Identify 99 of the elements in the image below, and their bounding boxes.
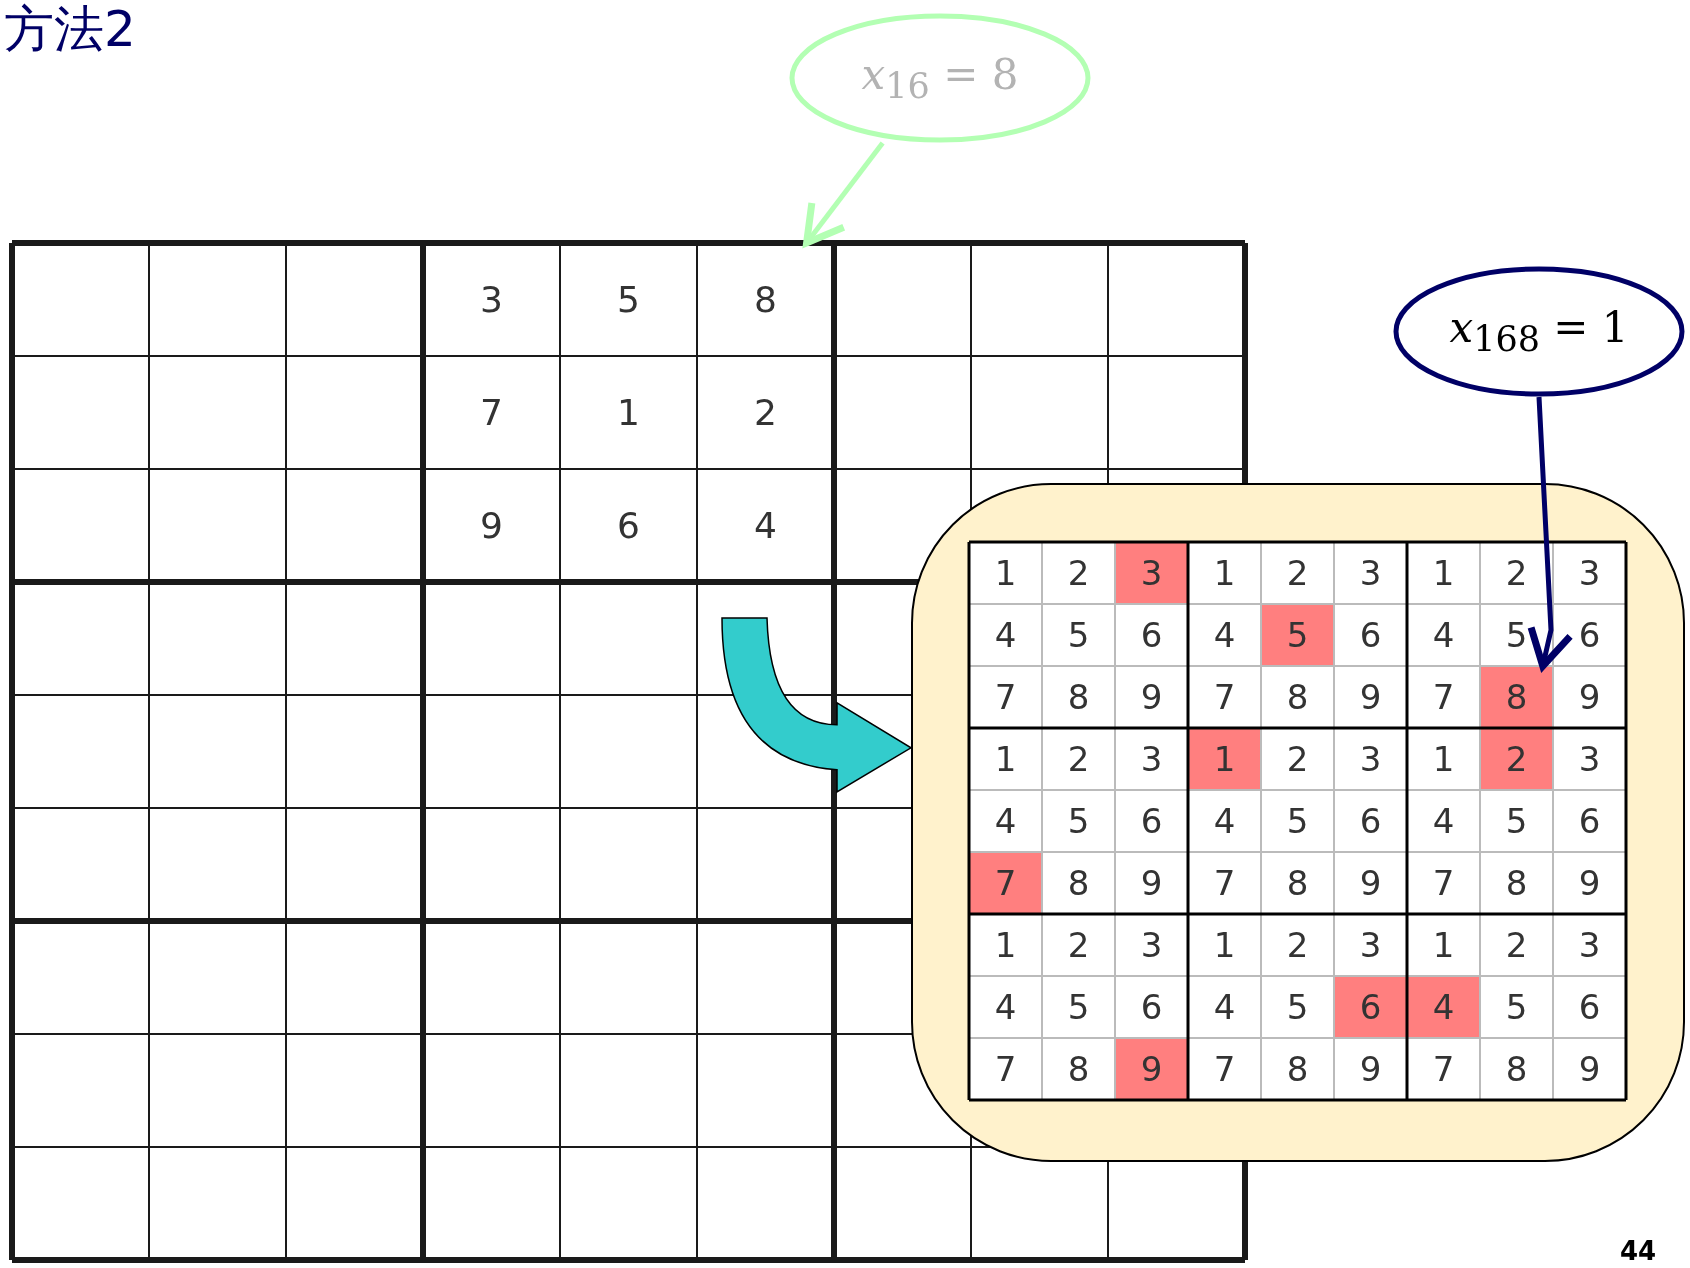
digit-cell: 6 xyxy=(1334,790,1407,852)
ellipse-callout xyxy=(789,13,1091,143)
digit-cell: 1 xyxy=(969,728,1042,790)
digit-cell: 9 xyxy=(1115,666,1188,728)
zoom-panel xyxy=(911,483,1685,1162)
digit-cell: 4 xyxy=(1407,790,1480,852)
highlighted-digit-cell: 6 xyxy=(1334,976,1407,1038)
digit-cell: 2 xyxy=(1261,728,1334,790)
ellipse-callout xyxy=(1393,266,1685,397)
digit-cell: 9 xyxy=(1553,666,1626,728)
digit-cell: 1 xyxy=(1188,914,1261,976)
digit-cell: 2 xyxy=(1042,914,1115,976)
digit-cell: 2 xyxy=(1480,542,1553,604)
digit-cell: 3 xyxy=(1553,542,1626,604)
digit-cell: 8 xyxy=(1480,1038,1553,1100)
highlighted-digit-cell: 4 xyxy=(1407,976,1480,1038)
grid-digit: 5 xyxy=(616,278,641,322)
digit-cell: 5 xyxy=(1042,790,1115,852)
digit-cell: 2 xyxy=(1261,914,1334,976)
digit-cell: 9 xyxy=(1334,666,1407,728)
digit-cell: 4 xyxy=(1407,604,1480,666)
digit-cell: 8 xyxy=(1261,1038,1334,1100)
digit-cell: 3 xyxy=(1334,542,1407,604)
digit-cell: 3 xyxy=(1553,914,1626,976)
highlighted-digit-cell: 9 xyxy=(1115,1038,1188,1100)
highlighted-digit-cell: 1 xyxy=(1188,728,1261,790)
digit-cell: 5 xyxy=(1261,976,1334,1038)
digit-cell: 6 xyxy=(1553,604,1626,666)
digit-cell: 8 xyxy=(1042,852,1115,914)
digit-cell: 8 xyxy=(1042,1038,1115,1100)
digit-cell: 5 xyxy=(1042,976,1115,1038)
digit-cell: 3 xyxy=(1115,914,1188,976)
highlighted-digit-cell: 3 xyxy=(1115,542,1188,604)
digit-cell: 7 xyxy=(1188,852,1261,914)
digit-cell: 8 xyxy=(1261,666,1334,728)
slide-title: 方法2 xyxy=(4,0,136,58)
digit-cell: 1 xyxy=(1407,914,1480,976)
digit-cell: 9 xyxy=(1334,852,1407,914)
digit-cell: 7 xyxy=(1188,1038,1261,1100)
digit-cell: 9 xyxy=(1553,1038,1626,1100)
digit-cell: 3 xyxy=(1115,728,1188,790)
digit-cell: 1 xyxy=(1188,542,1261,604)
digit-cell: 4 xyxy=(1188,790,1261,852)
digit-cell: 3 xyxy=(1334,914,1407,976)
page-number: 44 xyxy=(1620,1236,1657,1266)
digit-cell: 4 xyxy=(969,604,1042,666)
digit-cell: 5 xyxy=(1261,790,1334,852)
equation-label: x$_{168}$ = 1 xyxy=(1449,303,1629,360)
digit-cell: 7 xyxy=(1188,666,1261,728)
grid-digit: 8 xyxy=(697,243,834,356)
digit-cell: 7 xyxy=(969,1038,1042,1100)
digit-cell: 4 xyxy=(1188,604,1261,666)
digit-cell: 2 xyxy=(1480,914,1553,976)
digit-cell: 7 xyxy=(969,666,1042,728)
digit-cell: 4 xyxy=(969,790,1042,852)
grid-digit: 9 xyxy=(479,504,504,548)
digit-cell: 1 xyxy=(969,914,1042,976)
grid-digit: 1 xyxy=(616,391,641,435)
highlighted-digit-cell: 8 xyxy=(1480,666,1553,728)
grid-digit: 6 xyxy=(616,504,641,548)
digit-cell: 5 xyxy=(1042,604,1115,666)
digit-cell: 2 xyxy=(1042,542,1115,604)
digit-cell: 6 xyxy=(1553,976,1626,1038)
digit-cell: 9 xyxy=(1553,852,1626,914)
digit-cell: 4 xyxy=(1188,976,1261,1038)
digit-cell: 9 xyxy=(1334,1038,1407,1100)
digit-cell: 8 xyxy=(1261,852,1334,914)
digit-cell: 6 xyxy=(1115,976,1188,1038)
grid-digit: 3 xyxy=(479,278,504,322)
digit-cell: 6 xyxy=(1115,790,1188,852)
digit-cell: 7 xyxy=(1407,852,1480,914)
digit-cell: 2 xyxy=(1042,728,1115,790)
digit-cell: 5 xyxy=(1480,976,1553,1038)
digit-cell: 6 xyxy=(1115,604,1188,666)
pointer-arrow xyxy=(1527,396,1574,670)
grid-digit: 7 xyxy=(479,391,504,435)
digit-cell: 1 xyxy=(1407,728,1480,790)
digit-cell: 1 xyxy=(1407,542,1480,604)
grid-digit: 4 xyxy=(753,504,778,548)
digit-cell: 8 xyxy=(1480,852,1553,914)
equation-label: x$_{16}$ = 8 xyxy=(861,49,1019,107)
digit-cell: 3 xyxy=(1334,728,1407,790)
digit-cell: 4 xyxy=(969,976,1042,1038)
highlighted-digit-cell: 2 xyxy=(1480,728,1553,790)
curved-arrow xyxy=(721,617,912,793)
digit-cell: 6 xyxy=(1334,604,1407,666)
digit-cell: 7 xyxy=(1407,1038,1480,1100)
pointer-arrow xyxy=(803,141,885,247)
digit-cell: 3 xyxy=(1553,728,1626,790)
digit-cell: 8 xyxy=(1042,666,1115,728)
digit-cell: 6 xyxy=(1553,790,1626,852)
digit-cell: 5 xyxy=(1480,790,1553,852)
digit-cell: 7 xyxy=(1407,666,1480,728)
highlighted-digit-cell: 5 xyxy=(1261,604,1334,666)
digit-cell: 9 xyxy=(1115,852,1188,914)
highlighted-digit-cell: 7 xyxy=(969,852,1042,914)
digit-cell: 1 xyxy=(969,542,1042,604)
grid-digit: 2 xyxy=(753,391,778,435)
digit-cell: 2 xyxy=(1261,542,1334,604)
